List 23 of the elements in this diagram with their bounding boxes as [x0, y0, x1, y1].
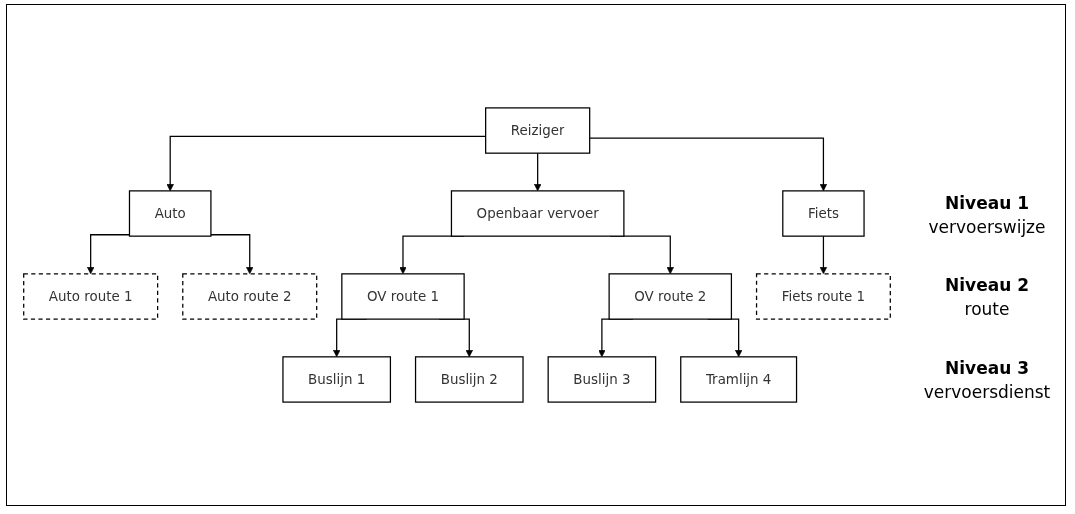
node-box: OV route 2 — [608, 273, 733, 320]
node-box: Buslijn 2 — [414, 356, 524, 403]
node-box: Auto route 2 — [182, 273, 318, 320]
level-heading: Niveau 1 — [945, 192, 1029, 213]
node-box: Auto route 1 — [23, 273, 159, 320]
level-description: vervoerswijze — [928, 216, 1046, 237]
node-box: Tramlijn 4 — [680, 356, 798, 403]
node-box: Buslijn 1 — [282, 356, 392, 403]
arrow — [589, 137, 828, 192]
level-heading: Niveau 2 — [945, 275, 1029, 296]
node-box: Fiets route 1 — [755, 273, 891, 320]
node-box: Auto — [128, 190, 212, 237]
node-box: OV route 1 — [341, 273, 465, 320]
arrow — [819, 235, 828, 275]
node-box: Reiziger — [485, 107, 591, 154]
arrow — [210, 234, 254, 275]
level-description: route — [964, 299, 1010, 320]
level-description: vervoersdienst — [923, 382, 1051, 403]
arrow — [534, 152, 542, 192]
node-box: Fiets — [782, 190, 865, 237]
node-box: Openbaar vervoer — [450, 190, 625, 237]
level-heading: Niveau 3 — [945, 358, 1029, 379]
node-box: Buslijn 3 — [547, 356, 657, 403]
